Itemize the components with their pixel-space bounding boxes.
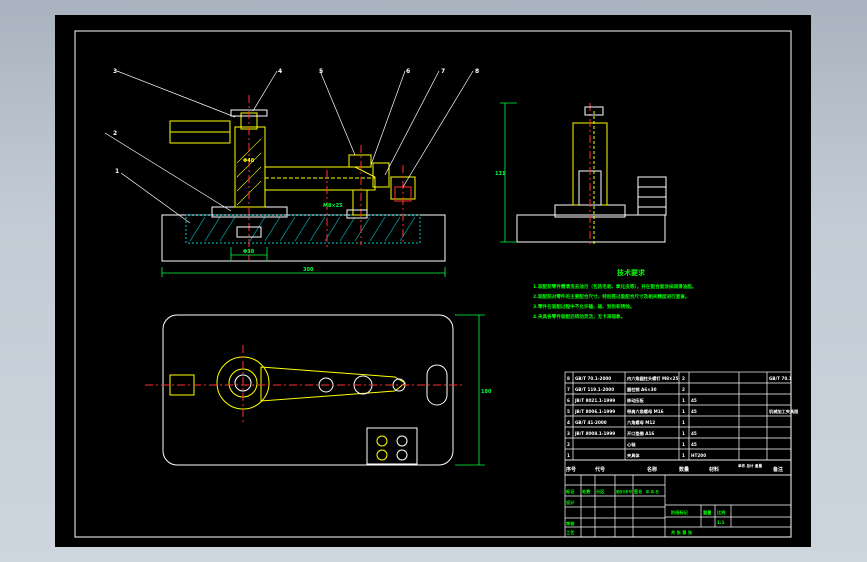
bom-qty-7: 2 xyxy=(682,387,685,392)
tb-label-changefile: 更改文件号 xyxy=(616,489,633,494)
tb-label-date: 年.月.日 xyxy=(646,489,659,494)
callout-labels: 3 4 5 6 7 8 2 1 xyxy=(113,68,479,175)
tb-label-mark: 标记 xyxy=(565,488,575,495)
bom-name-1: 夹具体 xyxy=(627,452,640,459)
bom-header-qty: 数量 xyxy=(679,466,689,473)
bom-qty-8: 2 xyxy=(682,376,685,381)
dim-bolt: M8×25 xyxy=(323,203,343,209)
bom-no-1: 1 xyxy=(567,453,570,458)
bom-mat-3: 45 xyxy=(691,431,697,436)
bom-no-5: 5 xyxy=(567,409,570,414)
tech-line-3: 3.零件在装配过程中不允许磕、碰、划伤和锈蚀。 xyxy=(533,303,634,310)
front-dimensions xyxy=(161,247,446,277)
fixture-assembly-drawing: 300 Φ38 Φ48 M8×25 3 4 5 6 7 8 2 1 xyxy=(74,30,798,538)
tb-weight: 重量 xyxy=(703,509,712,516)
bom-qty-4: 1 xyxy=(682,420,685,425)
bom-qty-6: 1 xyxy=(682,398,685,403)
tb-role-design: 设计 xyxy=(566,499,575,506)
bom-no-4: 4 xyxy=(567,420,570,425)
bom-name-3: 开口垫圈 A16 xyxy=(627,430,654,437)
bom-qty-5: 1 xyxy=(682,409,685,414)
bom-header-note: 备注 xyxy=(772,466,783,473)
tb-label-zone: 分区 xyxy=(596,488,605,495)
tech-requirements-list: 1.装配前零件需清洗去油污（包括毛刺、氧化皮等），并在配合面涂抹润滑油脂。 2.… xyxy=(533,283,696,320)
title-block xyxy=(564,474,792,538)
bom-code-8: GB/T 70.1-2000 xyxy=(575,376,611,381)
bom-header-labels: 序号 代号 名称 数量 材料 单件 总计 重量 备注 xyxy=(565,463,783,473)
bom-no-8: 8 xyxy=(567,376,570,381)
bom-code-5: JB/T 8006.1-1999 xyxy=(574,409,615,414)
bom-name-5: 带肩六角螺母 M16 xyxy=(627,408,664,415)
sheet-border xyxy=(74,30,792,538)
bom-header-code: 代号 xyxy=(594,466,605,473)
tb-label-count: 处数 xyxy=(581,488,591,495)
tb-scale-value: 1:1 xyxy=(717,520,725,525)
bom-qty-3: 1 xyxy=(682,431,685,436)
cad-drawing-viewport[interactable]: 300 Φ38 Φ48 M8×25 3 4 5 6 7 8 2 1 xyxy=(55,15,811,547)
bom-mat-6: 45 xyxy=(691,398,697,403)
dim-side-height: 131 xyxy=(495,171,506,177)
callout-8: 8 xyxy=(475,68,479,75)
bom-header-no: 序号 xyxy=(565,466,576,473)
tech-line-1: 1.装配前零件需清洗去油污（包括毛刺、氧化皮等），并在配合面涂抹润滑油脂。 xyxy=(533,283,696,290)
callout-1: 1 xyxy=(115,168,119,175)
dim-plan-height: 180 xyxy=(481,389,492,395)
bom-name-7: 圆柱销 A6×30 xyxy=(627,386,657,393)
tb-scale: 比例 xyxy=(717,509,725,516)
plan-view xyxy=(145,314,465,466)
bom-header-name: 名称 xyxy=(647,466,657,473)
tech-requirements-title: 技术要求 xyxy=(617,268,646,277)
bom-code-4: GB/T 41-2000 xyxy=(575,420,607,425)
bom-header-weight: 单件 总计 重量 xyxy=(738,463,762,468)
bom-no-7: 7 xyxy=(567,387,570,392)
tb-sheet: 共 张 第 张 xyxy=(671,529,693,536)
leader-lines xyxy=(104,70,474,224)
bom-no-2: 2 xyxy=(567,442,570,447)
callout-3: 3 xyxy=(113,68,117,75)
bom-table xyxy=(564,371,792,461)
tb-label-sign: 签名 xyxy=(633,488,642,495)
bom-name-2: 心轴 xyxy=(627,441,635,448)
tb-role-process: 工艺 xyxy=(566,529,574,536)
bom-name-6: 移动压板 xyxy=(627,397,645,404)
tech-line-4: 4.夹具各零件装配后转动灵活，无卡滞现象。 xyxy=(533,313,625,320)
bom-rows: 8 GB/T 70.1-2000 内六角圆柱头螺钉 M8×25 2 GB/T 7… xyxy=(567,375,798,459)
bom-qty-2: 1 xyxy=(682,442,685,447)
dim-slot: Φ48 xyxy=(243,158,255,164)
side-view xyxy=(516,103,667,245)
bom-qty-1: 1 xyxy=(682,453,685,458)
bom-side-note: 机械加工夹具图 xyxy=(769,408,798,415)
bom-name-8: 内六角圆柱头螺钉 M8×25 xyxy=(627,375,678,382)
bom-mat-2: 45 xyxy=(691,442,697,447)
callout-5: 5 xyxy=(319,68,323,75)
callout-6: 6 xyxy=(406,68,410,75)
side-dimensions xyxy=(500,102,517,243)
bom-mat-5: 45 xyxy=(691,409,697,414)
tb-role-review: 审核 xyxy=(566,520,575,527)
plan-dimensions xyxy=(455,314,485,466)
callout-7: 7 xyxy=(441,68,445,75)
callout-2: 2 xyxy=(113,130,117,137)
bom-name-4: 六角螺母 M12 xyxy=(627,419,655,426)
callout-4: 4 xyxy=(278,68,282,75)
bom-mat-1: HT200 xyxy=(691,453,706,458)
bom-header-mat: 材料 xyxy=(709,466,719,473)
tb-stage: 阶段标记 xyxy=(671,509,689,516)
dim-width: 300 xyxy=(303,267,314,273)
title-block-labels: 标记 处数 分区 更改文件号 签名 年.月.日 设计 审核 工艺 阶段标记 重量… xyxy=(565,488,725,536)
front-view xyxy=(161,95,446,262)
dim-bore: Φ38 xyxy=(243,249,255,255)
bom-note-8: GB/T 70.1 xyxy=(769,376,792,381)
bom-code-6: JB/T 8021.1-1999 xyxy=(574,398,615,403)
bom-no-6: 6 xyxy=(567,398,570,403)
bom-code-7: GB/T 119.1-2000 xyxy=(575,387,614,392)
bom-code-3: JB/T 8008.1-1999 xyxy=(574,431,615,436)
tech-line-2: 2.装配前对零件的主要配合尺寸，特别是过盈配合尺寸及相关精度进行复查。 xyxy=(533,293,690,300)
bom-no-3: 3 xyxy=(567,431,570,436)
